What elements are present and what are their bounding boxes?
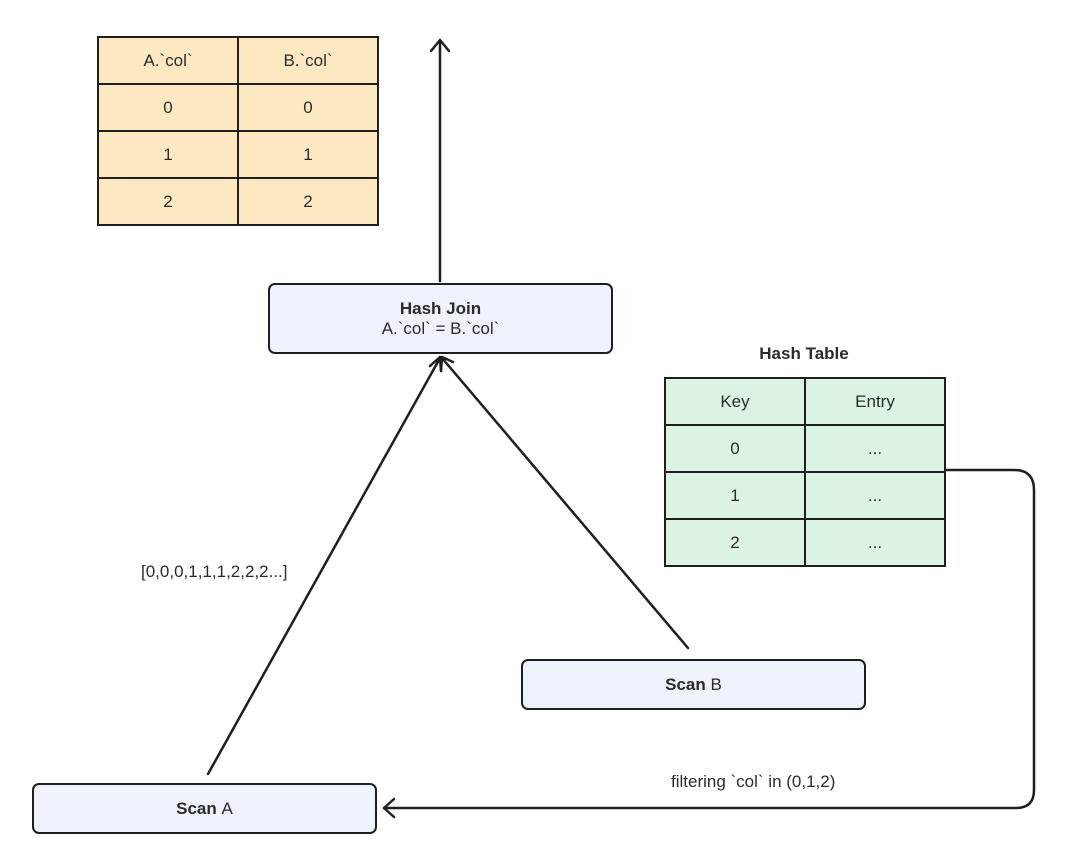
hash-table-title: Hash Table [759, 344, 849, 363]
scan-b-node: Scan B [521, 659, 866, 710]
hash-key-cell: 2 [664, 518, 806, 567]
runtime-filter-arrow [382, 468, 1036, 819]
hash-entry-cell: ... [804, 471, 946, 520]
table-row: 1 ... [664, 471, 946, 520]
result-cell: 2 [97, 177, 239, 226]
scan-b-table-name: B [710, 674, 722, 694]
hash-header-entry: Entry [804, 377, 946, 426]
table-row: 1 1 [97, 130, 379, 179]
result-cell: 0 [237, 83, 379, 132]
hash-entry-cell: ... [804, 424, 946, 473]
result-header-b: B.`col` [237, 36, 379, 85]
result-cell: 1 [237, 130, 379, 179]
hash-join-title: Hash Join [399, 298, 482, 318]
output-arrow [429, 38, 451, 283]
result-cell: 0 [97, 83, 239, 132]
result-cell: 1 [97, 130, 239, 179]
hash-header-key: Key [664, 377, 806, 426]
result-header-a: A.`col` [97, 36, 239, 85]
hash-join-node: Hash Join A.`col` = B.`col` [268, 283, 613, 354]
table-row: 0 0 [97, 83, 379, 132]
scan-a-output-label: [0,0,0,1,1,1,2,2,2...] [141, 562, 288, 581]
scan-b-keyword: Scan [665, 674, 706, 694]
table-row: 2 2 [97, 177, 379, 226]
hash-table: Key Entry 0 ... 1 ... 2 ... [664, 377, 946, 567]
result-table: A.`col` B.`col` 0 0 1 1 2 2 [97, 36, 379, 226]
hash-join-condition: A.`col` = B.`col` [381, 318, 500, 338]
table-row: 2 ... [664, 518, 946, 567]
hash-entry-cell: ... [804, 518, 946, 567]
hash-key-cell: 1 [664, 471, 806, 520]
runtime-filter-label: filtering `col` in (0,1,2) [671, 772, 836, 791]
hash-key-cell: 0 [664, 424, 806, 473]
scan-b-to-join-arrow [439, 355, 690, 650]
scan-a-keyword: Scan [176, 798, 217, 818]
scan-a-table-name: A [221, 798, 233, 818]
result-cell: 2 [237, 177, 379, 226]
table-row: 0 ... [664, 424, 946, 473]
hash-table-header-row: Key Entry [664, 377, 946, 426]
result-table-header-row: A.`col` B.`col` [97, 36, 379, 85]
scan-a-node: Scan A [32, 783, 377, 834]
